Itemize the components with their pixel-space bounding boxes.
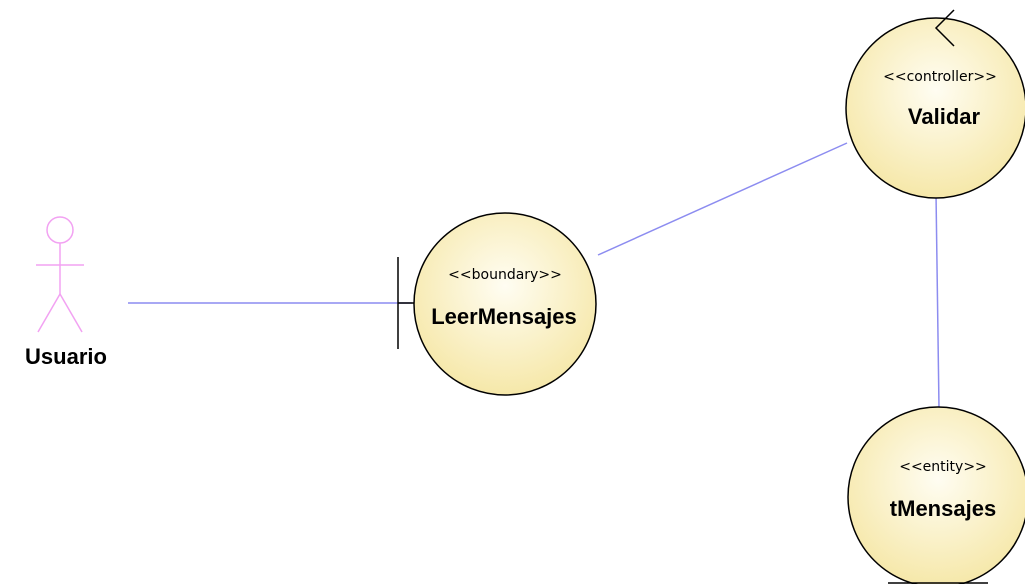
controller-circle bbox=[845, 17, 1025, 199]
actor-usuario[interactable]: Usuario bbox=[25, 216, 107, 369]
controller-name: Validar bbox=[908, 104, 981, 129]
actor-name: Usuario bbox=[25, 344, 107, 369]
entity-circle bbox=[847, 406, 1025, 584]
boundary-leermensajes[interactable]: <<boundary>> LeerMensajes bbox=[397, 212, 597, 396]
entity-stereotype: <<entity>> bbox=[899, 459, 987, 475]
stick-figure-actor-icon bbox=[36, 216, 84, 333]
controller-validar[interactable]: <<controller>> Validar bbox=[845, 9, 1025, 199]
connector-validar-tmensajes[interactable] bbox=[935, 192, 940, 409]
entity-name: tMensajes bbox=[890, 496, 996, 521]
boundary-name: LeerMensajes bbox=[431, 304, 577, 329]
boundary-circle bbox=[413, 212, 597, 396]
controller-arrow-icon bbox=[934, 9, 955, 47]
boundary-stereotype: <<boundary>> bbox=[448, 267, 562, 283]
connector-leermensajes-validar[interactable] bbox=[597, 142, 848, 256]
entity-tmensajes[interactable]: <<entity>> tMensajes bbox=[847, 406, 1025, 584]
controller-stereotype: <<controller>> bbox=[883, 69, 997, 85]
